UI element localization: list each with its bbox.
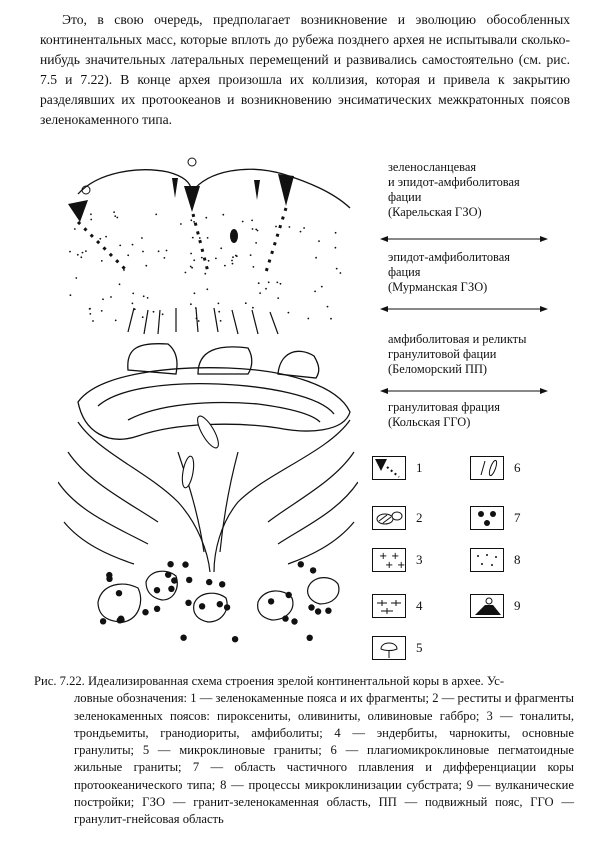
boundary-arrow: [380, 236, 548, 242]
volcanic-edifice-icon: [470, 594, 504, 618]
crust-schematic: [58, 157, 358, 643]
figure-caption: Рис. 7.22. Идеализированная схема строен…: [34, 674, 574, 827]
enderbite-icon: [372, 594, 406, 618]
svg-text:+: +: [379, 551, 387, 562]
zone-label-murmansk: эпидот-амфиболитовая фация (Мурманская Г…: [388, 250, 510, 294]
microcline-granite-icon: [372, 636, 406, 660]
svg-text:+: +: [397, 560, 405, 571]
microclinization-icon: [470, 548, 504, 572]
boundary-arrow: [380, 306, 548, 312]
restite-icon: [372, 506, 406, 530]
greenstone-belt-icon: [372, 456, 406, 480]
zone-label-kola: гранулитовая фрация (Кольская ГГО): [388, 400, 500, 429]
body-paragraph: Это, в свою очередь, предполагает возник…: [40, 12, 570, 127]
zone-label-belomorian: амфиболитовая и реликты гранулитовой фац…: [388, 332, 527, 376]
partial-melting-icon: [470, 506, 504, 530]
svg-text:+: +: [391, 551, 399, 562]
zone-label-karelian: зеленосланцевая и эпидот-амфиболитовая ф…: [388, 160, 520, 219]
boundary-arrow: [380, 388, 548, 394]
svg-text:+: +: [385, 560, 393, 571]
tonalite-icon: ++++: [372, 548, 406, 572]
pegmatoid-vein-icon: [470, 456, 504, 480]
